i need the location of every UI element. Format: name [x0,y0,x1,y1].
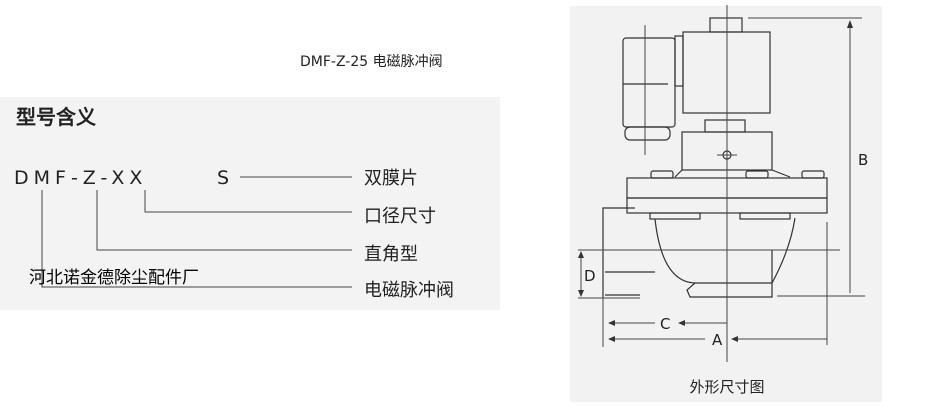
dimension-c-label: C [660,315,670,333]
valve-drawing [578,5,865,362]
page-title: DMF-Z-25 电磁脉冲阀 [300,54,443,70]
leader-lines [41,176,352,288]
model-meaning-heading: 型号含义 [16,105,96,129]
model-code: DMF-Z-XX [14,167,147,189]
label-right-angle: 直角型 [364,244,418,265]
dimension-b-label: B [858,151,868,169]
drawing-caption: 外形尺寸图 [689,378,764,396]
model-suffix: S [217,167,229,189]
label-pulse-valve: 电磁脉冲阀 [364,280,454,301]
label-double-diaphragm: 双膜片 [364,168,418,189]
drawing-panel [570,6,882,402]
dimension-d-label: D [584,267,596,285]
watermark: 河北诺金德除尘配件厂 [29,268,199,288]
label-port-size: 口径尺寸 [364,206,436,227]
model-meaning-panel [0,97,500,310]
dimension-a-label: A [712,331,723,349]
